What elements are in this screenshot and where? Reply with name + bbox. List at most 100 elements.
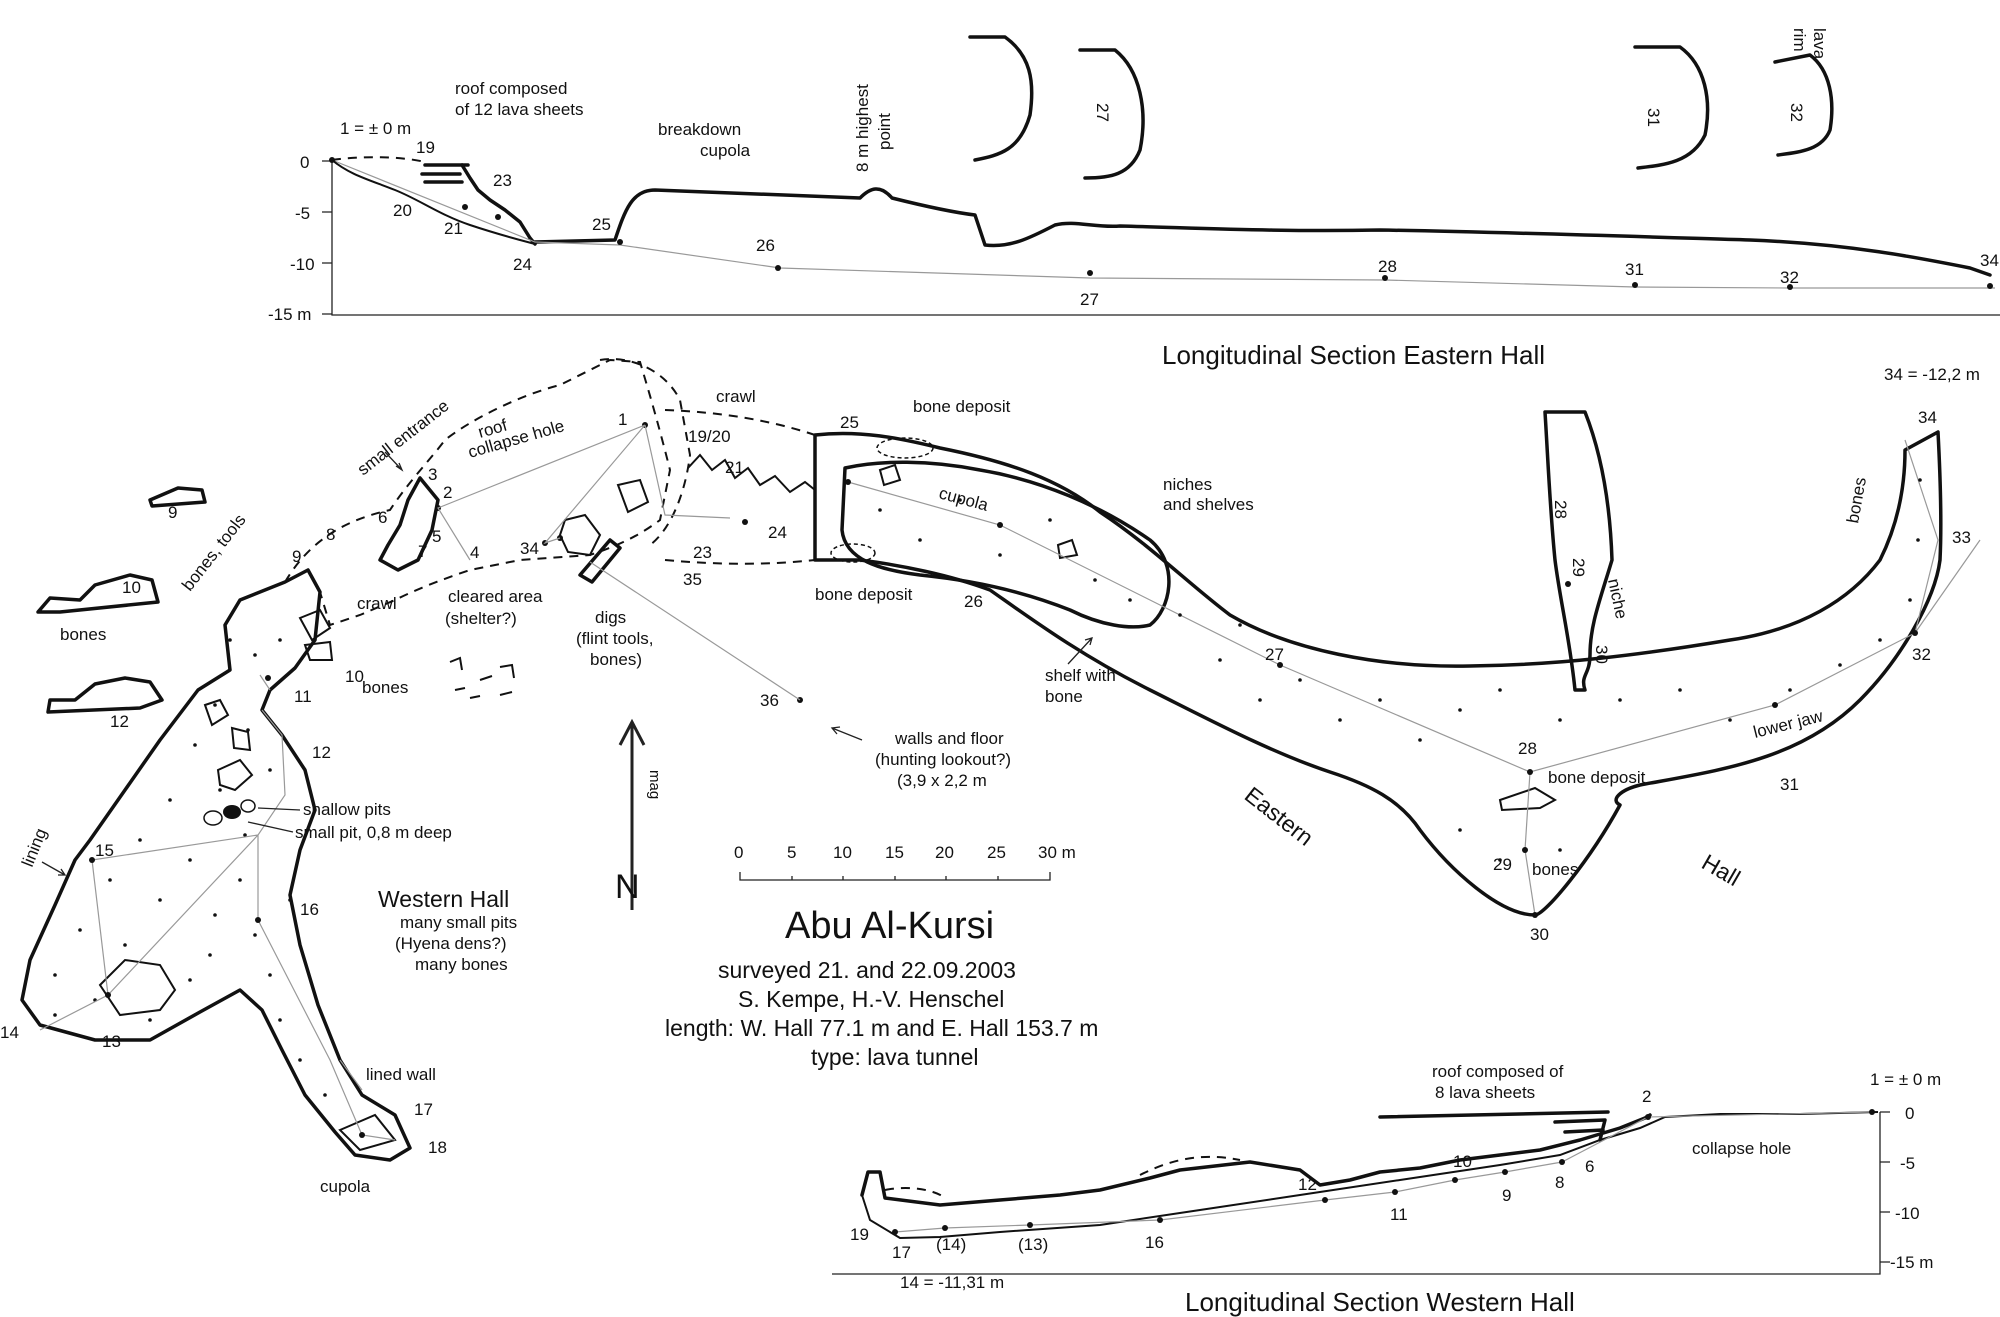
west-datum: 1 = ± 0 m [1870, 1070, 1941, 1089]
plan-st-11: 11 [294, 687, 312, 706]
west-ceiling-profile [860, 1113, 1652, 1207]
plan-st-24: 24 [768, 523, 787, 542]
west-survey-line [894, 1111, 1873, 1233]
label-niches-1: niches [1163, 475, 1212, 494]
label-shelf-2: bone [1045, 687, 1083, 706]
lining-arrow [41, 861, 67, 876]
western-hall-boulders [98, 698, 254, 1017]
label-crawl-mid: crawl [357, 594, 397, 613]
western-hall-note-3: many bones [415, 955, 508, 974]
east-longitudinal-section: 0 -5 -10 -15 m 1 = ± 0 m 19 20 21 23 24 [268, 28, 2000, 384]
label-shelf-1: shelf with [1045, 666, 1116, 685]
label-lined-wall: lined wall [366, 1065, 436, 1084]
plan-st-33: 33 [1952, 528, 1971, 547]
crawl-passage-outline [664, 409, 816, 565]
scale-bar-line [739, 872, 1051, 881]
west-section-axis [832, 1112, 1881, 1275]
west-depth-5: -5 [1900, 1154, 1915, 1173]
digs-boulders [558, 478, 650, 557]
east-rim-note-2: rim [1790, 28, 1809, 52]
cross-section-28-plan [1543, 410, 1614, 692]
plan-st-29: 29 [1493, 855, 1512, 874]
east-floor-left [331, 159, 536, 245]
plan-st-15: 15 [95, 841, 114, 860]
plan-st-30: 30 [1530, 925, 1549, 944]
east-st-23: 23 [493, 171, 512, 190]
east-section-heading: Longitudinal Section Eastern Hall [1162, 340, 1545, 370]
islet-9 [148, 486, 207, 508]
plan-st-32: 32 [1912, 645, 1931, 664]
east-section-stations [329, 157, 1993, 290]
shallow-pit-2 [240, 799, 256, 813]
plan-view: 9 10 12 bones [0, 358, 1981, 1196]
cleared-area-walls [449, 656, 515, 699]
east-roof-note-1: roof composed [455, 79, 567, 98]
crawl-passage-rubble [687, 453, 816, 494]
islet-10-label: 10 [122, 578, 141, 597]
label-lining: lining [18, 826, 50, 870]
plan-st-13: 13 [102, 1032, 121, 1051]
plan-st-23: 23 [693, 543, 712, 562]
cross-label-31: 31 [1644, 108, 1663, 127]
plan-st-25: 25 [840, 413, 859, 432]
plan-st-8: 8 [326, 525, 335, 544]
plan-st-1: 1 [618, 410, 627, 429]
plan-st-3: 3 [428, 465, 437, 484]
east-depth-ticks [322, 160, 332, 315]
label-walls-floor-2: (hunting lookout?) [875, 750, 1011, 769]
west-st-9: 9 [1502, 1186, 1511, 1205]
west-st-17: 17 [892, 1243, 911, 1262]
east-st-28: 28 [1378, 257, 1397, 276]
east-st-19: 19 [416, 138, 435, 157]
label-bone-deposit-1: bone deposit [913, 397, 1011, 416]
label-small-pit: small pit, 0,8 m deep [295, 823, 452, 842]
scale-tick-0: 0 [734, 843, 743, 862]
east-st-26: 26 [756, 236, 775, 255]
shelf-arrow [1067, 637, 1093, 665]
block-35 [578, 538, 622, 584]
east-floor-survey-line [331, 159, 1995, 289]
label-cupola-west: cupola [320, 1177, 371, 1196]
west-st-19: 19 [850, 1225, 869, 1244]
bone-deposit-upper [876, 437, 934, 459]
entrance-survey-lines [437, 424, 801, 701]
label-bone-deposit-2: bone deposit [815, 585, 913, 604]
east-lava-sheets [420, 163, 470, 184]
islet-bones-label: bones [60, 625, 106, 644]
label-niches-2: and shelves [1163, 495, 1254, 514]
label-digs-2: (flint tools, [576, 629, 653, 648]
east-highest-note-1: 8 m highest [853, 84, 872, 172]
label-walls-floor-3: (3,9 x 2,2 m [897, 771, 987, 790]
collapse-hole-outline [599, 358, 692, 546]
plan-st-36: 36 [760, 691, 779, 710]
west-survey-lines [39, 674, 396, 1141]
west-st-13: (13) [1018, 1235, 1048, 1254]
west-roof-note-1: roof composed of [1432, 1062, 1564, 1081]
title-block: Abu Al-Kursi surveyed 21. and 22.09.2003… [665, 905, 1098, 1070]
east-st-20: 20 [393, 201, 412, 220]
small-entrance-arrow [384, 451, 404, 472]
eastern-hall-floor-texture [878, 478, 1922, 862]
cave-type: type: lava tunnel [811, 1044, 979, 1070]
east-ceiling-profile [533, 187, 1992, 277]
east-st-31: 31 [1625, 260, 1644, 279]
map-title: Abu Al-Kursi [785, 905, 994, 947]
north-arrow-label: mag [646, 770, 663, 799]
plan-st-5: 5 [432, 527, 441, 546]
plan-st-17: 17 [414, 1100, 433, 1119]
west-section-end-note: 14 = -11,31 m [900, 1273, 1004, 1292]
west-lava-sheets [1378, 1110, 1610, 1142]
west-st-2: 2 [1642, 1087, 1651, 1106]
west-depth-ticks [1880, 1111, 1890, 1263]
plan-st-34: 34 [520, 539, 539, 558]
cross-section-26 [968, 35, 1034, 162]
east-cupola-note-2: cupola [700, 141, 751, 160]
east-st-32: 32 [1780, 268, 1799, 287]
west-roof-note-2: 8 lava sheets [1435, 1083, 1535, 1102]
label-shallow-pits: shallow pits [303, 800, 391, 819]
east-section-axis [331, 158, 2000, 316]
plan-cross-29: 29 [1569, 558, 1588, 577]
eastern-cupola-blocks [878, 463, 1079, 560]
label-cleared-2: (shelter?) [445, 609, 517, 628]
plan-st-28: 28 [1518, 739, 1537, 758]
